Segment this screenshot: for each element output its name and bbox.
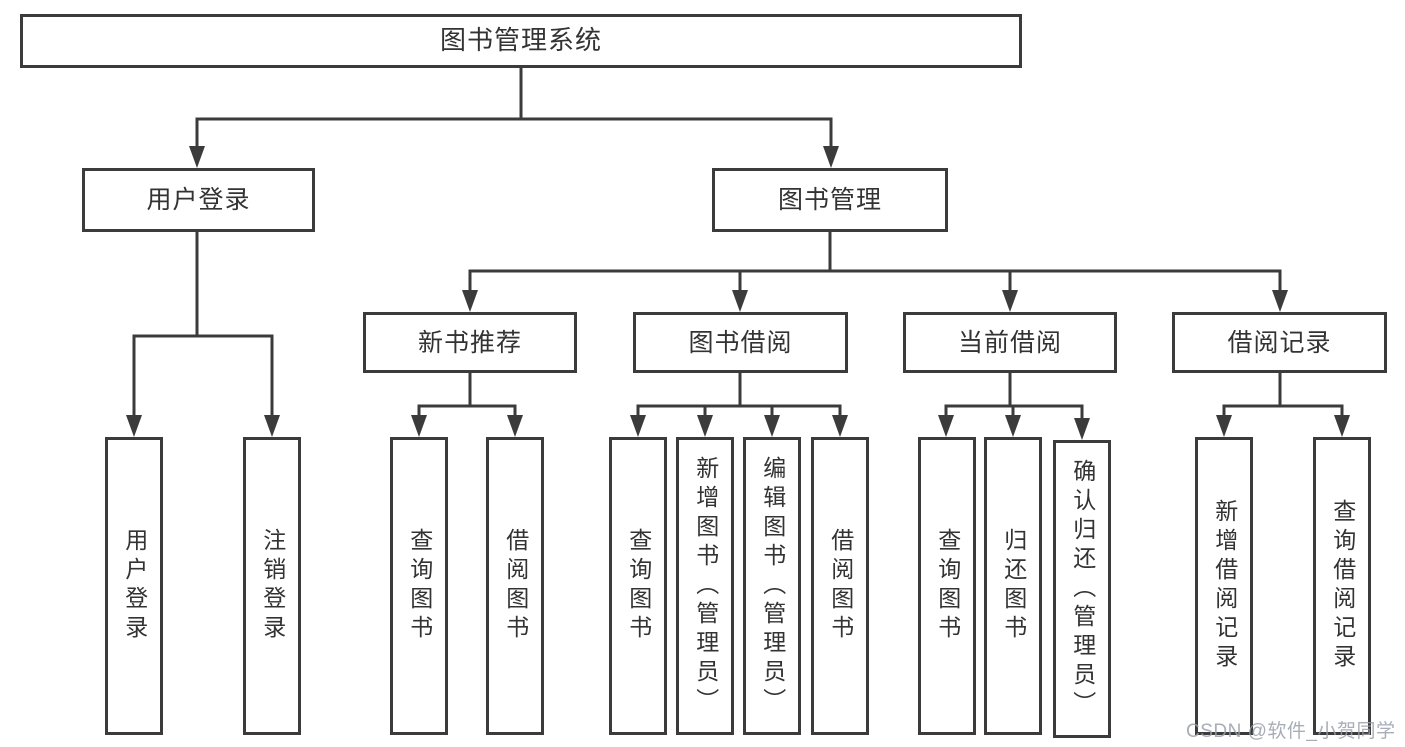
leaf-logout: 注销登录 xyxy=(243,437,301,735)
leaf-edit-books-admin: 编辑图书（管理员） xyxy=(743,437,801,735)
csdn-watermark: CSDN @软件_小贺同学 xyxy=(1186,721,1396,742)
leaf-add-borrow-record: 新增借阅记录 xyxy=(1195,437,1253,735)
leaf-query-books-current: 查询图书 xyxy=(918,437,976,735)
node-book-management: 图书管理 xyxy=(712,168,948,232)
leaf-query-books-borrow: 查询图书 xyxy=(609,437,667,735)
arrowhead-icons xyxy=(126,146,1350,440)
node-root-system: 图书管理系统 xyxy=(20,14,1022,68)
node-book-borrow: 图书借阅 xyxy=(633,312,848,373)
node-new-book-recommend: 新书推荐 xyxy=(363,312,577,373)
node-current-borrow: 当前借阅 xyxy=(903,312,1117,373)
leaf-borrow-books-recommend: 借阅图书 xyxy=(486,437,544,735)
leaf-confirm-return-admin: 确认归还（管理员） xyxy=(1053,440,1111,738)
leaf-query-borrow-record: 查询借阅记录 xyxy=(1313,437,1371,735)
node-user-login: 用户登录 xyxy=(82,168,315,232)
leaf-query-books-recommend: 查询图书 xyxy=(390,437,448,735)
leaf-return-books: 归还图书 xyxy=(984,437,1042,735)
leaf-add-books-admin: 新增图书（管理员） xyxy=(676,437,734,735)
leaf-user-login: 用户登录 xyxy=(105,437,163,735)
connector-paths xyxy=(132,66,1344,426)
node-borrow-records: 借阅记录 xyxy=(1172,312,1387,373)
leaf-borrow-books: 借阅图书 xyxy=(811,437,869,735)
